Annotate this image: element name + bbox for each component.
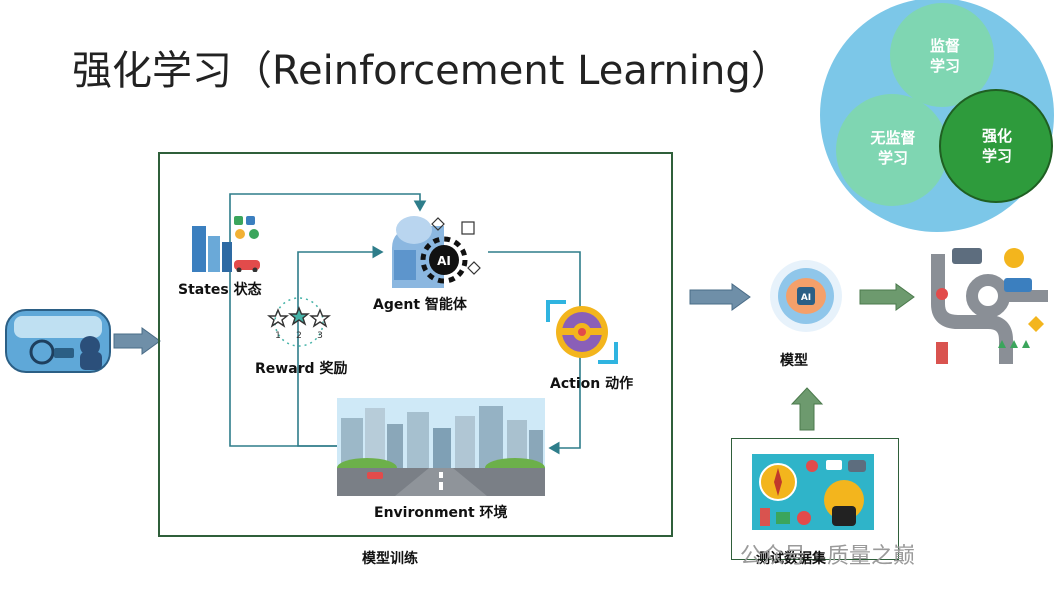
car-interior-illustration bbox=[5, 309, 111, 373]
training-box-label: 模型训练 bbox=[362, 551, 418, 567]
environment-label: Environment 环境 bbox=[374, 505, 508, 521]
venn-supervised-label: 监督学习 bbox=[929, 37, 960, 75]
reward-star-2-label: 2 bbox=[296, 331, 302, 341]
model-label: 模型 bbox=[780, 353, 808, 369]
model-to-output-arrow bbox=[859, 283, 915, 311]
venn-supervised-circle bbox=[890, 3, 994, 107]
action-steering-wheel-icon bbox=[546, 300, 618, 364]
action-label: Action 动作 bbox=[550, 376, 634, 392]
input-arrow bbox=[113, 327, 161, 355]
model-brain-icon: AI bbox=[770, 260, 842, 332]
testset-box-label: 测试数据集 bbox=[756, 551, 826, 567]
venn-unsupervised-label: 无监督学习 bbox=[870, 129, 916, 167]
reward-star-3-label: 3 bbox=[317, 331, 323, 341]
training-box bbox=[158, 152, 673, 537]
venn-reinforcement-label: 强化学习 bbox=[981, 127, 1012, 165]
reward-flow-line bbox=[297, 245, 384, 447]
states-label: States 状态 bbox=[178, 282, 262, 298]
testset-image bbox=[752, 454, 874, 530]
watermark: 公众号 · 质量之巅 bbox=[740, 544, 915, 569]
environment-city-image bbox=[337, 398, 545, 496]
agent-robot-icon: AI bbox=[392, 216, 481, 288]
model-ai-chip: AI bbox=[801, 293, 811, 303]
venn-unsupervised-circle bbox=[836, 94, 948, 206]
venn-diagram bbox=[820, 0, 1054, 232]
reward-star-1-label: 1 bbox=[275, 331, 281, 341]
testset-to-model-arrow bbox=[790, 387, 824, 431]
page-title: 强化学习（Reinforcement Learning） bbox=[72, 48, 791, 94]
road-map-illustration bbox=[928, 244, 1050, 368]
training-to-model-arrow bbox=[689, 283, 751, 311]
states-city-icon bbox=[192, 216, 260, 272]
agent-ai-chip: AI bbox=[437, 254, 451, 268]
reward-stars-icon: 1 2 3 bbox=[267, 297, 331, 347]
agent-label: Agent 智能体 bbox=[373, 297, 467, 313]
venn-reinforcement-circle bbox=[939, 89, 1053, 203]
states-flow-line bbox=[229, 193, 427, 447]
reward-label: Reward 奖励 bbox=[255, 361, 348, 377]
